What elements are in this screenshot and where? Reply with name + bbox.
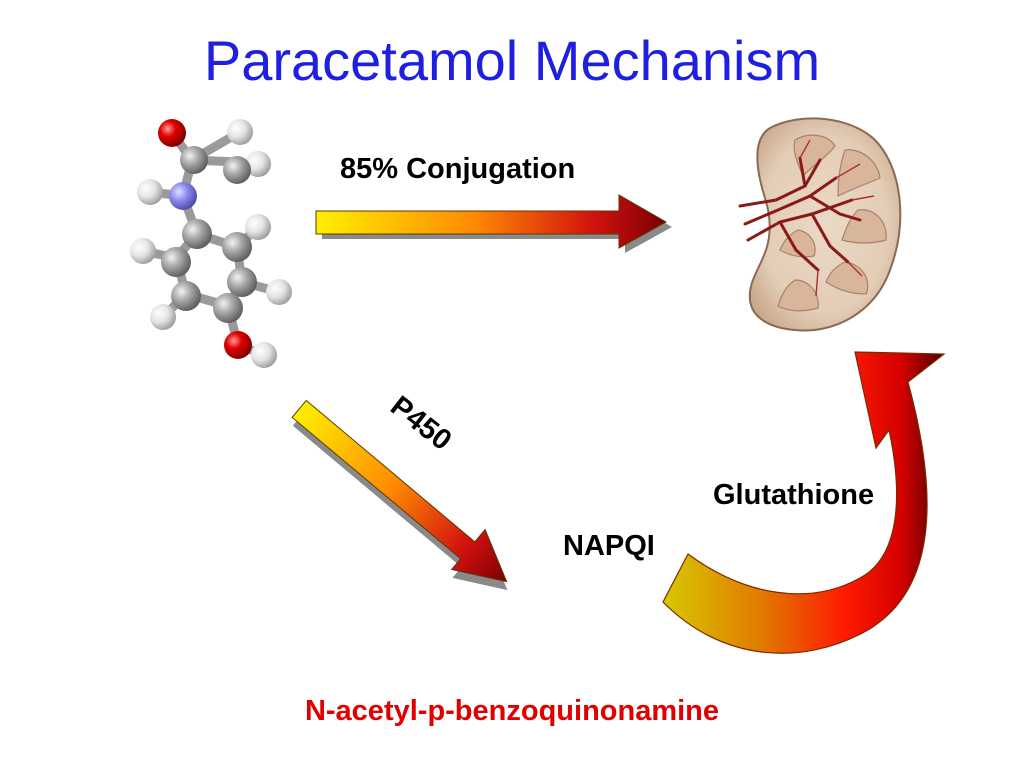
- conjugation-arrow: [315, 194, 672, 253]
- paracetamol-molecule-icon: [130, 119, 292, 368]
- glutathione-label: Glutathione: [713, 479, 875, 511]
- kidney-icon: [738, 117, 902, 332]
- napqi-full-name: N-acetyl-p-benzoquinonamine: [304, 695, 720, 727]
- glutathione-curved-arrow: [662, 351, 946, 654]
- conjugation-label: 85% Conjugation: [340, 153, 576, 185]
- page-title: Paracetamol Mechanism: [203, 29, 821, 92]
- napqi-label: NAPQI: [563, 530, 655, 562]
- p450-arrow: [291, 399, 508, 591]
